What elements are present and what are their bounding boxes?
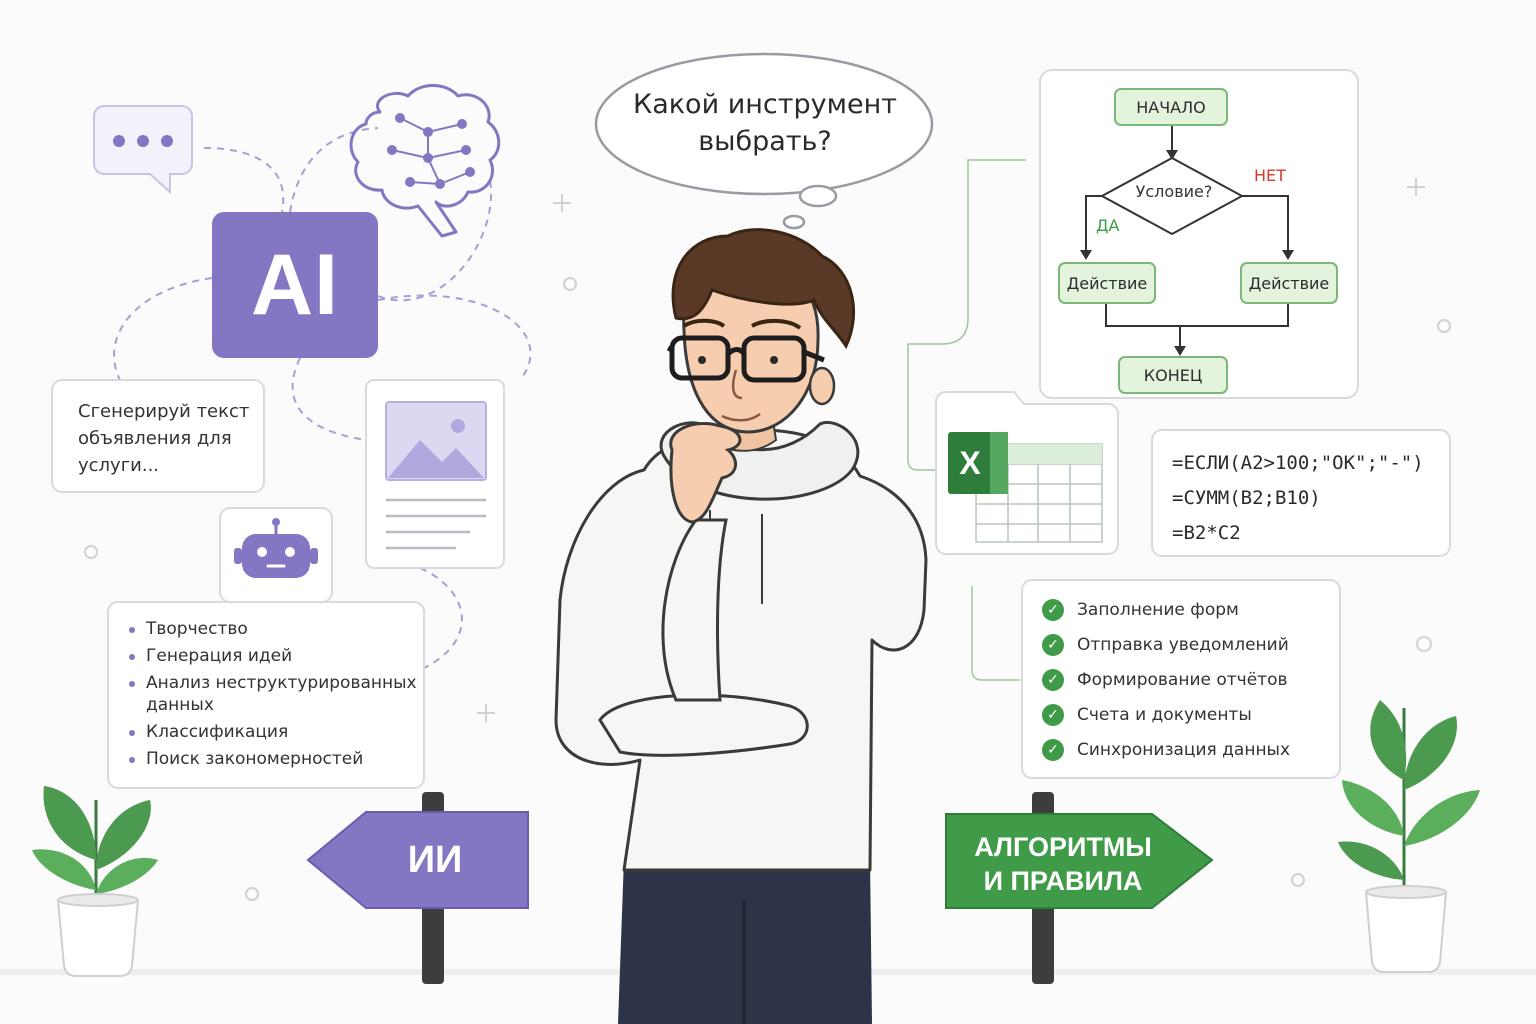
ai-capabilities-list: Творчество Генерация идей Анализ неструк… [128,618,420,775]
tasks-card [1021,579,1341,779]
list-item: ✓ Формирование отчётов [1042,666,1332,701]
thinking-person [554,228,928,1024]
check-icon: ✓ [1042,739,1064,761]
check-icon: ✓ [1042,704,1064,726]
ai-sign-label: ИИ [407,839,463,881]
ai-capabilities-card [107,601,425,789]
flowchart-yes-label: ДА [1096,216,1120,235]
brain-network-icon [349,84,501,238]
ai-dashed-connectors [113,127,532,669]
formula-line: =B2*C2 [1172,522,1241,544]
flowchart-card [1039,69,1359,399]
ai-logo-tile [212,212,378,358]
check-icon: ✓ [1042,669,1064,691]
flowchart-end: КОНЕЦ [1118,356,1228,394]
flowchart-condition: Условие? [1135,182,1213,201]
spreadsheet-icon [935,391,1119,555]
list-item: ✓ Заполнение форм [1042,596,1332,631]
ai-logo-text: AI [251,236,339,333]
spreadsheet-x-glyph: X [959,445,981,481]
flowchart-no-label: НЕТ [1254,166,1286,185]
list-item: Анализ неструктурированных данных [128,672,420,716]
chat-dots-icon [93,105,193,195]
task-label: Синхронизация данных [1077,740,1291,760]
list-item: Генерация идей [128,645,420,667]
formula-line: =ЕСЛИ(A2>100;"OK";"-") [1172,452,1424,474]
flowchart-condition-diamond [1099,156,1245,236]
tasks-list: ✓ Заполнение форм ✓ Отправка уведомлений ✓… [1042,596,1332,771]
left-plant [32,786,158,977]
check-icon: ✓ [1042,634,1064,656]
flowchart-arrowheads [1080,150,1294,356]
formula-line: =СУММ(B2;B10) [1172,487,1321,509]
list-item: Творчество [128,618,420,640]
task-label: Заполнение форм [1077,600,1239,620]
right-plant [1338,700,1480,973]
flowchart-start: НАЧАЛО [1114,88,1228,126]
task-label: Счета и документы [1077,705,1252,725]
list-item: ✓ Отправка уведомлений [1042,631,1332,666]
robot-icon [219,507,333,603]
list-item: Классификация [128,721,420,743]
formulas-list: =ЕСЛИ(A2>100;"OK";"-") =СУММ(B2;B10) =B2… [1172,446,1424,551]
prompt-text: Сгенерируй текст объявления для услуги..… [78,401,250,476]
flowchart-action-right: Действие [1240,262,1338,304]
task-label: Отправка уведомлений [1077,635,1289,655]
flowchart-action-left: Действие [1058,262,1156,304]
decor-marks [84,178,1451,901]
list-item: ✓ Синхронизация данных [1042,736,1332,771]
algorithm-signpost [945,792,1214,984]
ai-signpost [306,792,529,984]
algorithm-sign-label: АЛГОРИТМЫ И ПРАВИЛА [958,830,1168,898]
check-icon: ✓ [1042,599,1064,621]
thought-bubble [594,52,934,230]
flowchart-lines [1085,126,1289,348]
formulas-card [1151,429,1451,557]
list-item: Поиск закономерностей [128,748,420,770]
thought-question: Какой инструмент выбрать? [633,89,897,157]
list-item: ✓ Счета и документы [1042,701,1332,736]
prompt-card [51,379,265,493]
task-label: Формирование отчётов [1077,670,1288,690]
algorithm-sign-line1: АЛГОРИТМЫ [974,832,1152,862]
algo-connectors [907,159,1026,681]
algorithm-sign-line2: И ПРАВИЛА [983,866,1143,896]
image-document-icon [365,379,505,569]
